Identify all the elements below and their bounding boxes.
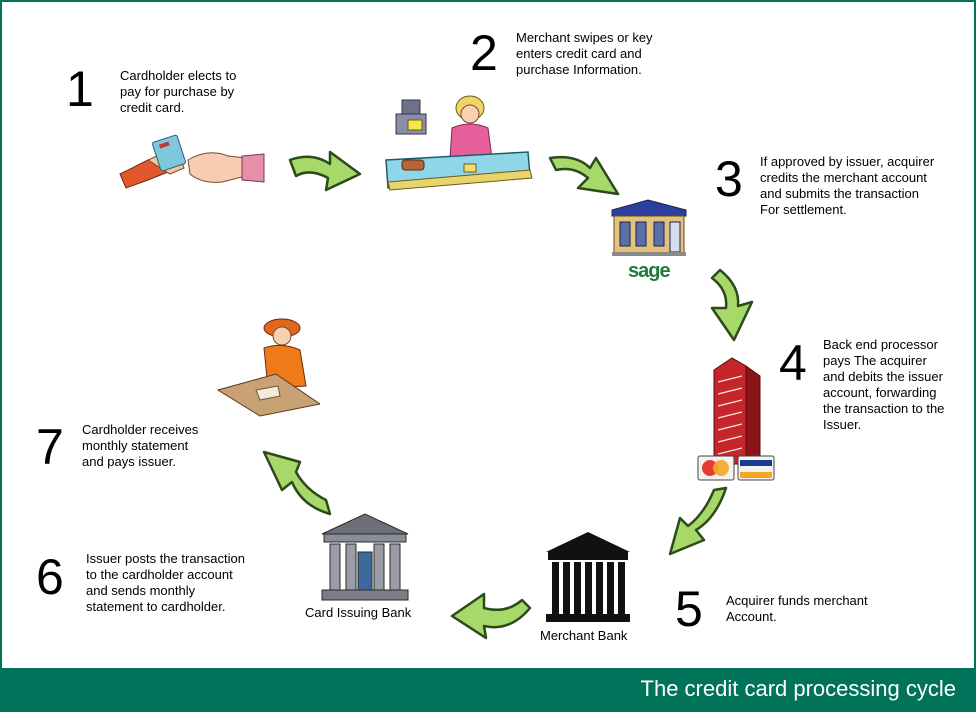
diagram-title: The credit card processing cycle — [640, 676, 956, 701]
sage-logo-text: sage — [628, 260, 671, 282]
step-7-number: 7 — [36, 419, 64, 475]
card-issuing-bank-label: Card Issuing Bank — [305, 605, 412, 620]
step-4-number: 4 — [779, 335, 807, 391]
step-1-text: Cardholder elects to pay for purchase by… — [120, 68, 237, 115]
arrow-1-to-2-icon — [288, 150, 362, 192]
arrow-5-to-6-icon — [450, 592, 532, 640]
step-3-number: 3 — [715, 151, 743, 207]
merchant-bank-icon — [546, 532, 630, 622]
arrow-6-to-7-icon — [262, 450, 332, 516]
step-3-text: If approved by issuer, acquirer credits … — [760, 154, 935, 217]
merchant-bank-label: Merchant Bank — [540, 628, 628, 643]
processor-tower-icon — [697, 357, 775, 481]
step-7-text: Cardholder receives monthly statement an… — [82, 422, 199, 469]
footer-band: The credit card processing cycle — [2, 668, 974, 710]
step-6-number: 6 — [36, 549, 64, 605]
acquirer-building-icon — [611, 199, 687, 256]
step-4-text: Back end processor pays The acquirer and… — [823, 337, 945, 432]
step-5-text: Acquirer funds merchant Account. — [726, 593, 868, 624]
cardholder-desk-icon — [216, 318, 320, 417]
arrow-2-to-3-icon — [548, 155, 620, 196]
step-2-number: 2 — [470, 25, 498, 81]
arrow-3-to-4-icon — [710, 268, 754, 342]
step-1-number: 1 — [66, 61, 94, 117]
step-6-text: Issuer posts the transaction to the card… — [86, 551, 245, 614]
card-issuing-bank-icon — [321, 513, 409, 601]
arrow-4-to-5-icon — [668, 486, 728, 556]
step-2-text: Merchant swipes or key enters credit car… — [516, 30, 653, 77]
merchant-register-icon — [385, 95, 533, 191]
hands-card-icon — [119, 134, 265, 189]
step-5-number: 5 — [675, 581, 703, 637]
